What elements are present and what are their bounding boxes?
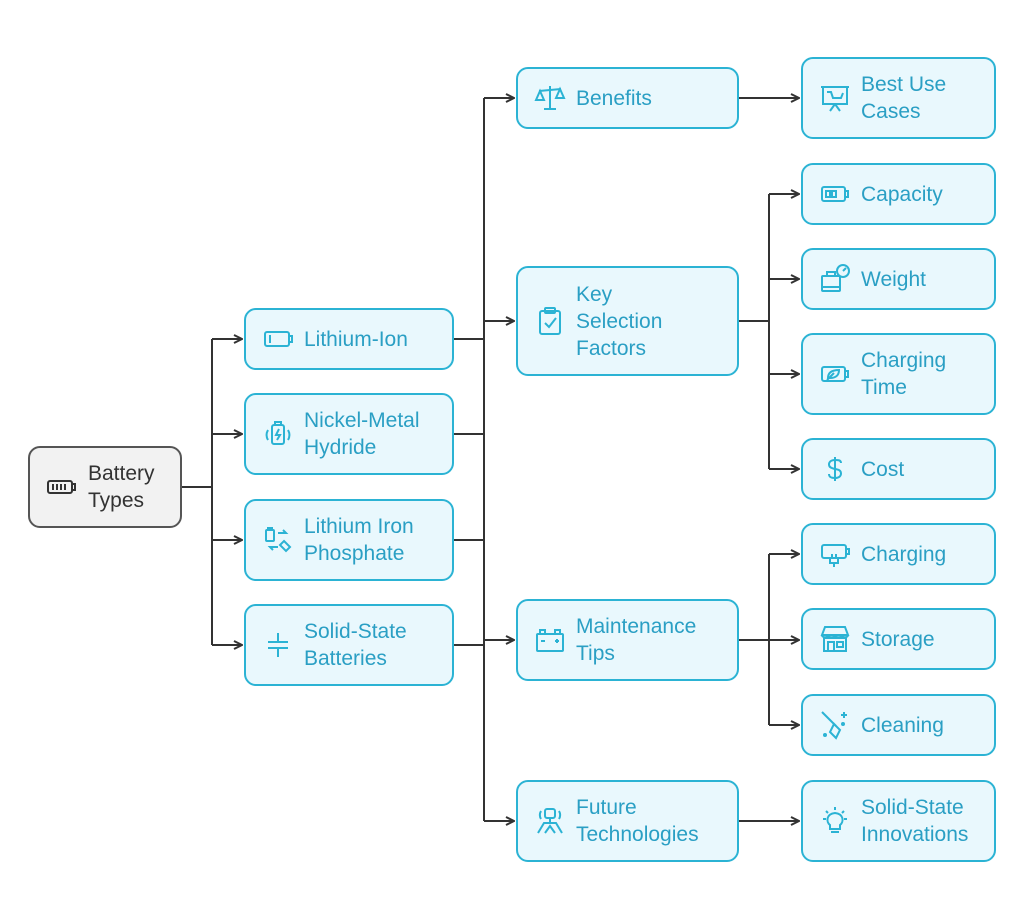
- node-label: Weight: [861, 267, 926, 291]
- node-label: Solid-State Batteries: [304, 620, 407, 670]
- node-label: Nickel-Metal Hydride: [304, 409, 420, 459]
- node-cleaning[interactable]: Cleaning: [801, 694, 996, 756]
- node-storage[interactable]: Storage: [801, 608, 996, 670]
- edge-root-types: [182, 339, 213, 645]
- lightbulb-icon: [817, 803, 853, 839]
- node-future-technologies[interactable]: Future Technologies: [516, 780, 739, 862]
- node-label: Lithium-Ion: [304, 327, 408, 351]
- battery-outline-icon: [260, 321, 296, 357]
- node-lithium-iron-phosphate[interactable]: Lithium Iron Phosphate: [244, 499, 454, 581]
- node-label: Future Technologies: [576, 796, 699, 846]
- plug-icon: [817, 536, 853, 572]
- edge-factors-trunk: [739, 194, 770, 469]
- car-battery-icon: [532, 622, 568, 658]
- node-label: Charging Time: [861, 349, 947, 399]
- node-label: Maintenance Tips: [576, 615, 697, 665]
- node-benefits[interactable]: Benefits: [516, 67, 739, 129]
- weight-scale-icon: [817, 261, 853, 297]
- recycle-battery-icon: [260, 416, 296, 452]
- dollar-icon: [817, 451, 853, 487]
- scale-icon: [532, 80, 568, 116]
- clipboard-check-icon: [532, 303, 568, 339]
- node-label: Benefits: [576, 86, 652, 110]
- node-label: Storage: [861, 627, 935, 651]
- battery-icon: [44, 469, 80, 505]
- node-label: Cleaning: [861, 713, 944, 737]
- battery-exchange-icon: [260, 522, 296, 558]
- storefront-icon: [817, 621, 853, 657]
- presentation-icon: [817, 80, 853, 116]
- broom-icon: [817, 707, 853, 743]
- node-label: Solid-State Innovations: [861, 796, 969, 846]
- node-label: Charging: [861, 542, 947, 566]
- edge-maint-trunk: [739, 554, 770, 725]
- node-maintenance-tips[interactable]: Maintenance Tips: [516, 599, 739, 681]
- capacitor-icon: [260, 627, 296, 663]
- node-charging[interactable]: Charging: [801, 523, 996, 585]
- node-weight[interactable]: Weight: [801, 248, 996, 310]
- node-label: Cost: [861, 457, 905, 481]
- node-lithium-ion[interactable]: Lithium-Ion: [244, 308, 454, 370]
- node-charging-time[interactable]: Charging Time: [801, 333, 996, 415]
- node-label: Lithium Iron Phosphate: [304, 515, 414, 565]
- battery-level-icon: [817, 176, 853, 212]
- robot-icon: [532, 803, 568, 839]
- node-label: Best Use Cases: [861, 73, 947, 123]
- node-label: Key Selection Factors: [576, 282, 663, 360]
- node-capacity[interactable]: Capacity: [801, 163, 996, 225]
- node-best-use-cases[interactable]: Best Use Cases: [801, 57, 996, 139]
- node-cost[interactable]: Cost: [801, 438, 996, 500]
- node-solid-state-batteries[interactable]: Solid-State Batteries: [244, 604, 454, 686]
- eco-battery-icon: [817, 356, 853, 392]
- root-label: Battery Types: [88, 462, 155, 512]
- node-key-selection-factors[interactable]: Key Selection Factors: [516, 266, 739, 376]
- edge-types-trunk: [454, 98, 485, 821]
- node-solid-state-innovations[interactable]: Solid-State Innovations: [801, 780, 996, 862]
- node-label: Capacity: [861, 182, 943, 206]
- root-node-battery-types[interactable]: Battery Types: [28, 446, 182, 528]
- node-nickel-metal-hydride[interactable]: Nickel-Metal Hydride: [244, 393, 454, 475]
